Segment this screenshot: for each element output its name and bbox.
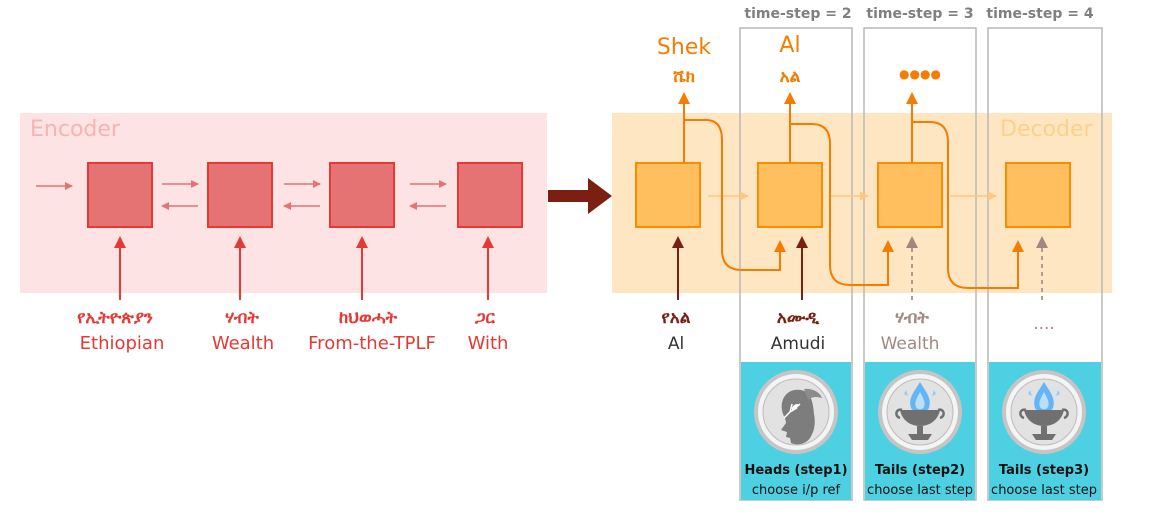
tails-coin-icon [1002, 370, 1086, 454]
decoder-input-english: Wealth [881, 334, 940, 354]
decoder-cell-2 [757, 162, 823, 228]
decoder-output-amharic: ሼክ [672, 67, 695, 87]
coin-panel-title: Tails (step3) [999, 463, 1089, 478]
encoder-word-english: Ethiopian [80, 333, 165, 354]
decoder-input-english: Amudi [771, 334, 825, 354]
encoder-word-english: Wealth [212, 333, 274, 354]
encoder-cell-2 [207, 162, 273, 228]
encoder-label: Encoder [30, 117, 121, 142]
tails-coin-icon [878, 370, 962, 454]
timestep-label: time-step = 2 [744, 6, 851, 22]
context-transfer-arrow [548, 178, 612, 214]
decoder-input-english: .... [1033, 314, 1055, 334]
decoder-output-english: Al [779, 33, 800, 58]
decoder-input-amharic: የአል [661, 308, 690, 328]
coin-panel-title: Tails (step2) [875, 463, 965, 478]
feedback-curve-2 [790, 123, 894, 286]
decoder-input-amharic: አሙዲ [777, 308, 820, 328]
decoder-cell-3 [877, 162, 943, 228]
timestep-label: time-step = 4 [986, 6, 1093, 22]
decoder-output-english: Shek [657, 35, 711, 60]
encoder-cell-3 [329, 162, 395, 228]
coin-panel-title: Heads (step1) [744, 463, 847, 478]
feedback-curve-1 [684, 119, 786, 271]
decoder-output-dots: ●●●● [899, 67, 941, 81]
coin-panel-subtitle: choose i/p ref [752, 483, 841, 498]
feedback-curve-3 [912, 121, 1024, 289]
decoder-input-amharic: ሃብት [895, 308, 929, 328]
encoder-word-amharic: ሃብት [225, 308, 259, 328]
encoder-word-english: With [468, 333, 509, 354]
heads-coin-icon [754, 370, 838, 454]
encoder-word-amharic: የኢትዮጵያን [77, 308, 153, 328]
decoder-input-english: Al [668, 334, 684, 354]
encoder-cell-4 [457, 162, 523, 228]
encoder-word-amharic: ከህወሓት [339, 308, 398, 328]
encoder-word-amharic: ጋር [474, 308, 495, 328]
encoder-word-english: From-the-TPLF [308, 333, 436, 354]
coin-panel-subtitle: choose last step [867, 483, 973, 498]
decoder-label: Decoder [1000, 117, 1094, 142]
decoder-cell-1 [635, 162, 701, 228]
decoder-cell-4 [1005, 162, 1071, 228]
timestep-label: time-step = 3 [866, 6, 973, 22]
coin-panel-subtitle: choose last step [991, 483, 1097, 498]
encoder-cell-1 [87, 162, 153, 228]
decoder-output-amharic: አል [780, 67, 801, 87]
